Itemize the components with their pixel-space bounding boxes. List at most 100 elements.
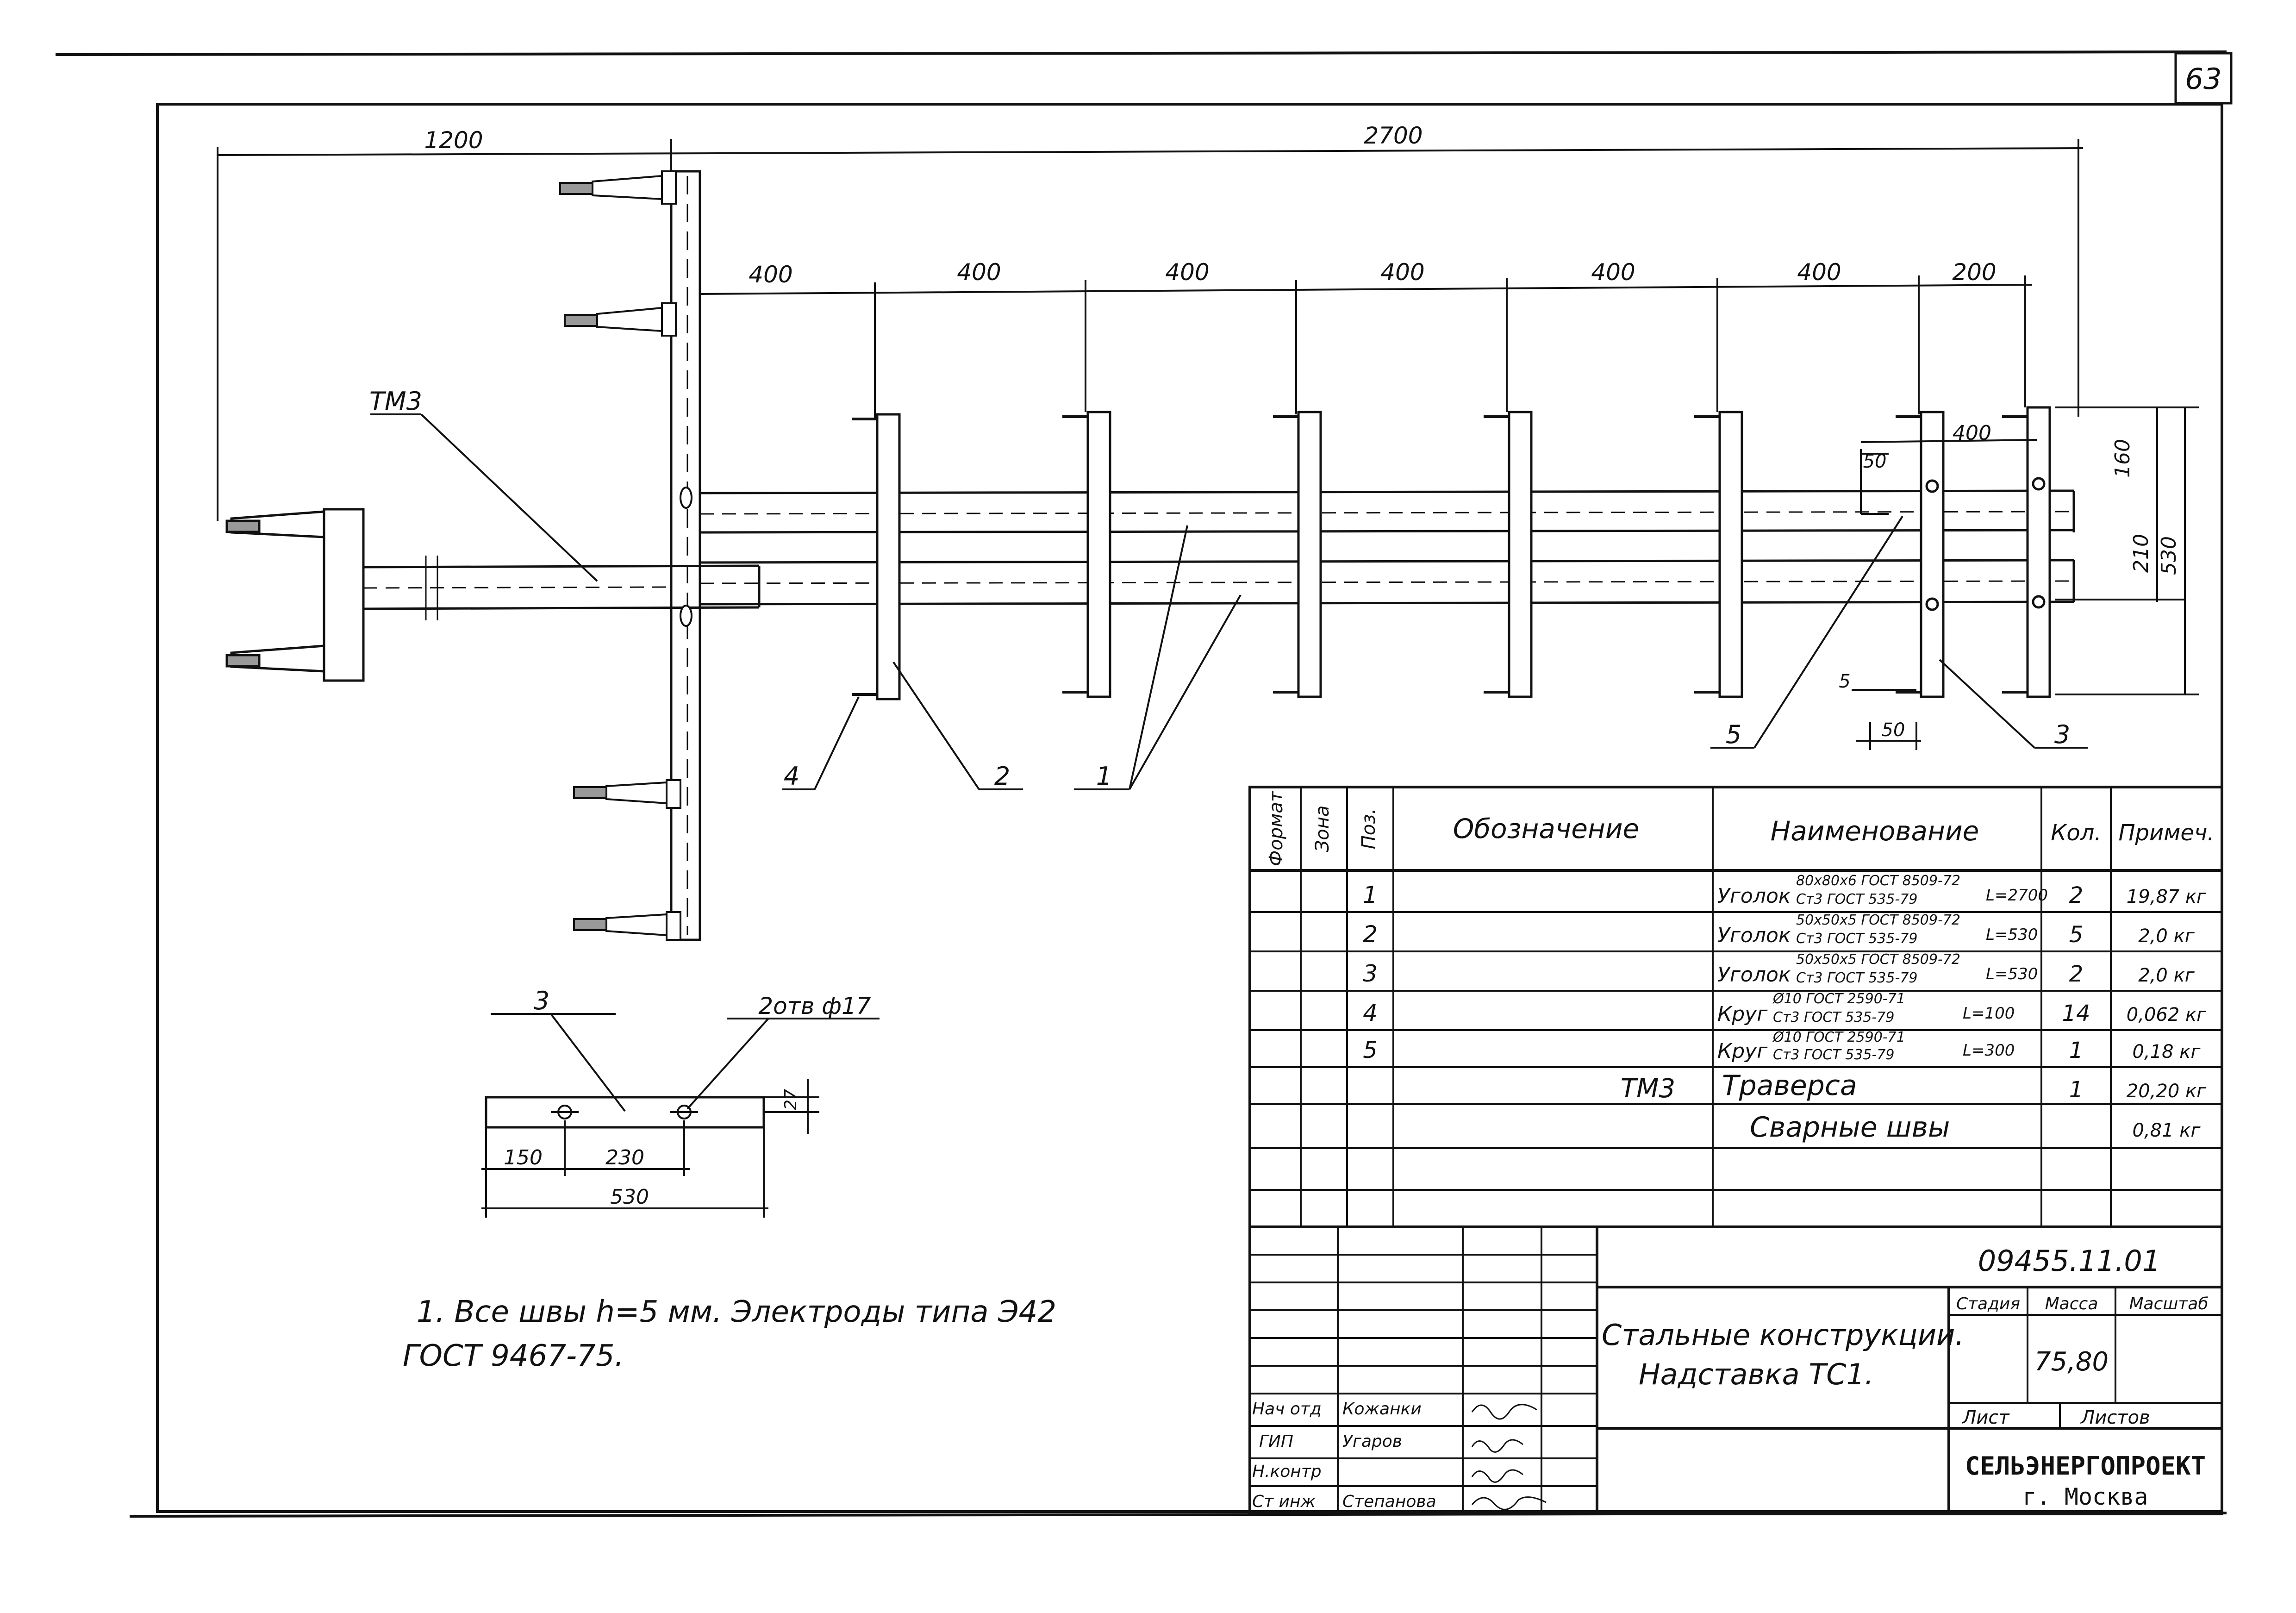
label-pos2: 2	[994, 762, 1010, 791]
spec-header-designation: Обозначение	[1453, 813, 1639, 844]
title-block-grid	[1248, 1225, 2223, 1515]
detail-label: 3	[534, 986, 549, 1015]
beam-shaft	[363, 556, 761, 620]
spec-cell-std-top: Ø10 ГОСТ 2590-71	[1772, 1029, 1905, 1045]
spec-cell-std-bottom: Ст3 ГОСТ 535-79	[1773, 1047, 1894, 1063]
dim-spacing-4: 400	[1380, 259, 1424, 286]
spec-row: 4 Круг Ø10 ГОСТ 2590-71 Ст3 ГОСТ 535-79 …	[1363, 991, 2207, 1026]
signature-marks	[1471, 1404, 1547, 1510]
spec-cell-note: 20,20 кг	[2127, 1081, 2207, 1102]
spec-cell-qty: 2	[2069, 882, 2084, 908]
spec-cell-pos: 2	[1363, 921, 1378, 948]
spec-cell-std-top: 80x80x6 ГОСТ 8509-72	[1796, 873, 1960, 889]
spec-cell-std-top: 50x50x5 ГОСТ 8509-72	[1796, 912, 1960, 928]
dim-bracket-tiny: 5	[1839, 671, 1850, 692]
post-pins	[559, 170, 681, 941]
spec-cell-note: 0,18 кг	[2133, 1041, 2201, 1063]
cross-angles	[876, 411, 1945, 700]
label-pos4: 4	[784, 762, 799, 791]
dim-right-middle: 210	[2129, 534, 2153, 573]
dim-right-upper: 160	[2111, 439, 2134, 478]
spec-cell-qty: 1	[2069, 1077, 2084, 1103]
spec-header-pos: Поз.	[1358, 808, 1379, 850]
longitudinal-angles	[699, 489, 2075, 606]
dim-spacing-2: 400	[957, 259, 1001, 286]
spec-cell-qty: 1	[2069, 1038, 2084, 1063]
spec-cell-name: Траверса	[1722, 1069, 1857, 1102]
spec-cell-qty: 2	[2069, 961, 2084, 987]
spec-cell-note: 0,81 кг	[2133, 1120, 2201, 1141]
spec-header-zone: Зона	[1312, 806, 1333, 852]
spec-cell-note: 2,0 кг	[2138, 965, 2195, 986]
dim-bracket-offset: 400	[1953, 421, 1991, 445]
note-line-1: 1. Все швы h=5 мм. Электроды типа Э42	[417, 1295, 1056, 1329]
person-role: Н.контр	[1252, 1462, 1322, 1481]
end-angle-3	[1925, 406, 2051, 698]
sheet-number: 63	[2185, 62, 2222, 96]
rods	[852, 415, 1921, 696]
detail-holes: 2отв ф17	[758, 993, 871, 1019]
spec-cell-std-bottom: Ст3 ГОСТ 535-79	[1773, 1009, 1894, 1025]
left-head	[225, 508, 365, 682]
spec-cell-name: Сварные швы	[1750, 1111, 1950, 1144]
spec-cell-pos: 3	[1363, 960, 1378, 987]
sheets-label: Листов	[2080, 1407, 2150, 1428]
spec-cell-length: L=530	[1986, 925, 2038, 944]
spec-row: 2 Уголок 50x50x5 ГОСТ 8509-72 Ст3 ГОСТ 5…	[1363, 912, 2195, 948]
spec-cell-std-bottom: Ст3 ГОСТ 535-79	[1796, 970, 1917, 986]
spec-cell-length: L=2700	[1986, 886, 2048, 905]
org-city: г. Москва	[2023, 1483, 2148, 1510]
spec-cell-name: Уголок	[1717, 884, 1791, 908]
spec-cell-pos: 1	[1363, 882, 1378, 908]
spec-cell-qty: 5	[2069, 922, 2084, 948]
person-name: Угаров	[1342, 1432, 1402, 1451]
spec-header-format: Формат	[1266, 790, 1287, 866]
detail-3	[481, 1013, 880, 1218]
sheet-label: Лист	[1961, 1407, 2010, 1428]
stage-label: Стадия	[1956, 1294, 2020, 1313]
detail-dim-edge: 27	[781, 1089, 800, 1110]
mass-label: Масса	[2045, 1294, 2098, 1313]
spec-cell-designation: ТМ3	[1621, 1074, 1675, 1104]
dim-spacing-3: 400	[1165, 259, 1209, 286]
note-line-2: ГОСТ 9467-75.	[403, 1339, 624, 1373]
person-name: Кожанки	[1342, 1400, 1422, 1419]
dim-right-total: 530	[2157, 536, 2181, 575]
dim-spacing-6: 400	[1797, 259, 1841, 286]
detail-dim-left: 150	[504, 1146, 543, 1169]
mass-value: 75,80	[2034, 1347, 2109, 1377]
spec-row: 5 Круг Ø10 ГОСТ 2590-71 Ст3 ГОСТ 535-79 …	[1363, 1029, 2201, 1063]
dim-overall-right: 2700	[1364, 122, 1423, 149]
drawing-code: 09455.11.01	[1978, 1244, 2160, 1278]
overall-dimensions	[217, 139, 2084, 521]
detail-dim-total: 530	[610, 1185, 649, 1209]
title-line-2: Надставка ТС1.	[1639, 1357, 1874, 1391]
spec-cell-qty: 14	[2062, 1000, 2090, 1026]
person-role: Нач отд	[1252, 1400, 1322, 1419]
spec-cell-name: Круг	[1717, 1002, 1768, 1026]
spec-header-name: Наименование	[1771, 815, 1979, 847]
spec-row: 1 Уголок 80x80x6 ГОСТ 8509-72 Ст3 ГОСТ 5…	[1363, 873, 2207, 908]
spec-cell-std-top: Ø10 ГОСТ 2590-71	[1772, 991, 1905, 1007]
bracket-dims	[1852, 406, 2199, 750]
spec-cell-pos: 4	[1363, 1000, 1378, 1026]
dim-bracket-small-bottom: 50	[1882, 719, 1905, 741]
dim-spacing-5: 400	[1591, 259, 1635, 286]
person-name: Степанова	[1342, 1492, 1436, 1511]
dim-overall-left: 1200	[424, 127, 483, 154]
spec-row: ТМ3 Траверса 1 20,20 кг	[1621, 1069, 2207, 1104]
spacing-dimensions	[694, 275, 2033, 419]
spec-cell-length: L=100	[1963, 1004, 2015, 1023]
spec-row: 3 Уголок 50x50x5 ГОСТ 8509-72 Ст3 ГОСТ 5…	[1363, 951, 2195, 987]
spec-cell-std-top: 50x50x5 ГОСТ 8509-72	[1796, 951, 1960, 968]
dim-bracket-small: 50	[1863, 451, 1887, 472]
person-role: ГИП	[1259, 1432, 1293, 1451]
spec-cell-note: 2,0 кг	[2138, 925, 2195, 947]
spec-cell-name: Уголок	[1717, 924, 1791, 947]
label-pos5: 5	[1726, 720, 1741, 749]
spec-header-note: Примеч.	[2118, 820, 2214, 846]
scale-label: Масштаб	[2129, 1294, 2208, 1313]
label-pos3: 3	[2054, 720, 2070, 749]
sheet-frame	[55, 50, 2233, 1518]
